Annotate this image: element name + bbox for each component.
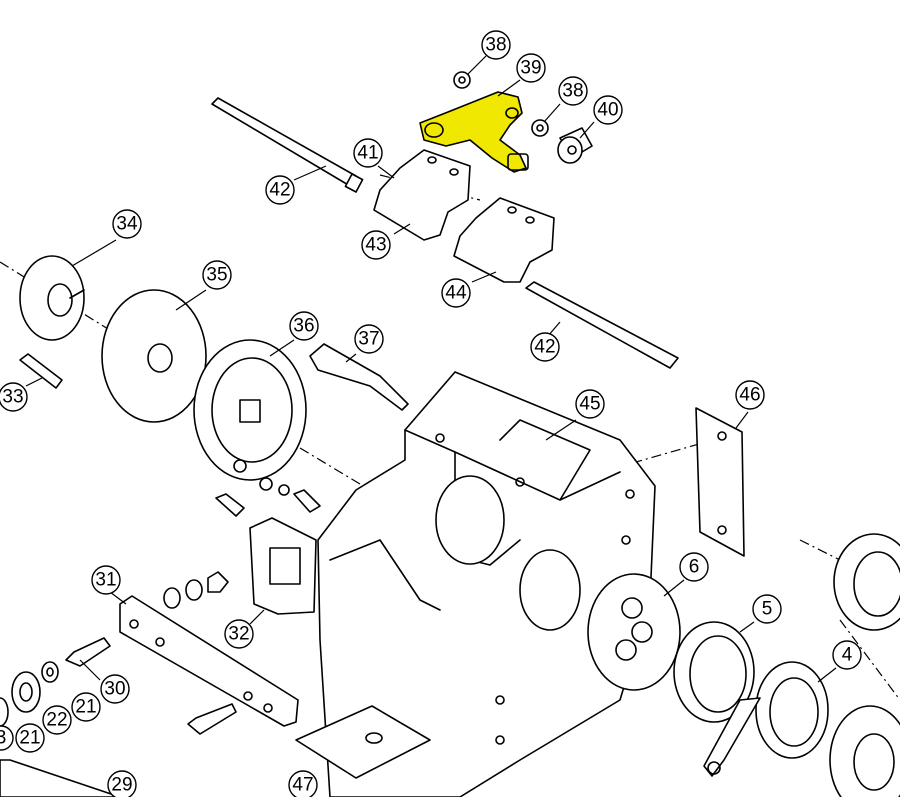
washer-38-right[interactable]	[531, 119, 549, 137]
callout-22: 22	[42, 705, 72, 735]
svg-text:31: 31	[95, 570, 116, 591]
shaft-42-upper[interactable]	[211, 97, 364, 193]
svg-text:42: 42	[269, 180, 290, 201]
svg-text:37: 37	[358, 329, 379, 350]
svg-text:21: 21	[75, 697, 96, 718]
svg-text:33: 33	[2, 387, 23, 408]
callout-34: 34	[112, 209, 142, 239]
plate-6[interactable]	[587, 573, 681, 691]
svg-text:47: 47	[292, 775, 313, 796]
callout-37: 37	[354, 324, 384, 354]
cam-36[interactable]	[193, 339, 307, 481]
callout-30: 30	[100, 674, 130, 704]
svg-text:36: 36	[293, 316, 314, 337]
nut-set-31[interactable]	[163, 571, 229, 609]
callout-40: 40	[593, 95, 623, 125]
callout-38-right: 38	[558, 76, 588, 106]
callout-41: 41	[353, 138, 383, 168]
bearing-4[interactable]	[755, 661, 829, 759]
svg-text:29: 29	[111, 775, 132, 796]
svg-text:21: 21	[19, 728, 40, 749]
callout-3: 3	[0, 725, 14, 751]
ring-21-left[interactable]	[0, 697, 9, 727]
housing-45[interactable]	[317, 371, 656, 797]
screw-set-center[interactable]	[215, 477, 321, 517]
callout-5: 5	[752, 594, 782, 624]
svg-text:41: 41	[357, 143, 378, 164]
svg-text:3: 3	[0, 728, 6, 749]
disc-35[interactable]	[101, 289, 207, 423]
svg-text:30: 30	[104, 679, 125, 700]
screw-lower[interactable]	[187, 703, 237, 735]
svg-text:44: 44	[445, 283, 467, 304]
svg-text:46: 46	[739, 385, 760, 406]
svg-text:6: 6	[689, 557, 700, 578]
callout-42-upper: 42	[265, 175, 295, 205]
callout-4: 4	[832, 640, 862, 670]
crank-arm[interactable]	[703, 697, 761, 777]
callout-32: 32	[224, 619, 254, 649]
svg-text:4: 4	[842, 645, 853, 666]
svg-text:38: 38	[485, 35, 506, 56]
callout-38-top: 38	[481, 30, 511, 60]
leader-lines	[25, 55, 837, 683]
callout-43: 43	[361, 230, 391, 260]
bar-31[interactable]	[119, 595, 299, 727]
callout-6: 6	[679, 552, 709, 582]
pad-47[interactable]	[295, 705, 431, 779]
pin-37[interactable]	[309, 343, 409, 411]
svg-text:35: 35	[206, 265, 227, 286]
pin-33[interactable]	[19, 353, 63, 389]
callout-44: 44	[441, 278, 471, 308]
svg-text:5: 5	[762, 599, 773, 620]
callout-42-lower: 42	[530, 332, 560, 362]
callout-35: 35	[202, 260, 232, 290]
block-43[interactable]	[373, 149, 471, 241]
svg-text:40: 40	[597, 100, 618, 121]
bushing-21[interactable]	[41, 661, 59, 683]
svg-text:34: 34	[116, 214, 138, 235]
svg-text:42: 42	[534, 337, 555, 358]
svg-text:39: 39	[520, 58, 541, 79]
callout-33: 33	[0, 382, 28, 412]
svg-text:22: 22	[46, 710, 67, 731]
callout-39: 39	[516, 53, 546, 83]
callout-46: 46	[735, 380, 765, 410]
callout-21-right: 21	[71, 692, 101, 722]
split-collar-34[interactable]	[19, 255, 85, 341]
callout-47: 47	[288, 770, 318, 797]
callout-45: 45	[575, 389, 605, 419]
washer-38-top[interactable]	[453, 71, 471, 89]
ring-22[interactable]	[11, 671, 41, 713]
lever-part-39[interactable]	[419, 91, 529, 173]
svg-text:32: 32	[228, 624, 249, 645]
callout-36: 36	[289, 311, 319, 341]
gear-right[interactable]	[829, 705, 900, 797]
plate-29[interactable]	[0, 759, 121, 797]
shaft-42-lower[interactable]	[525, 281, 679, 369]
callout-31: 31	[91, 565, 121, 595]
collar-40[interactable]	[557, 127, 593, 164]
callout-21-left: 21	[15, 723, 45, 753]
bracket-32[interactable]	[249, 517, 317, 615]
callout-29: 29	[107, 770, 137, 797]
screw-30[interactable]	[65, 637, 111, 667]
bearing-right[interactable]	[833, 533, 900, 631]
svg-text:38: 38	[562, 81, 583, 102]
svg-text:43: 43	[365, 235, 386, 256]
ring-5[interactable]	[673, 621, 755, 723]
gasket-46[interactable]	[695, 407, 745, 557]
svg-text:45: 45	[579, 394, 600, 415]
block-44[interactable]	[453, 197, 555, 283]
